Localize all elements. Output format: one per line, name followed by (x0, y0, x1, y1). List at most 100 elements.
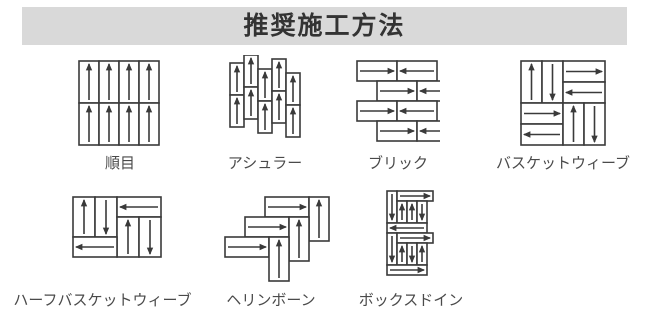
tile (257, 68, 273, 102)
tile (78, 102, 100, 146)
tile (72, 196, 96, 238)
arrow-up (289, 75, 297, 102)
tile (285, 72, 301, 106)
box-dine-diagram (386, 190, 434, 276)
pattern-half-basket (72, 196, 162, 280)
arrow-up (105, 63, 113, 100)
tile (416, 200, 428, 224)
arrow-up (295, 219, 303, 258)
tile (396, 232, 434, 244)
arrow-down (591, 106, 598, 143)
basket-diagram (520, 60, 606, 146)
tile (288, 216, 310, 262)
tile (98, 60, 120, 104)
tile (583, 102, 606, 146)
tile (562, 81, 606, 104)
tile (138, 60, 160, 104)
label-ashlar: アシュラー (227, 154, 303, 172)
tile (78, 60, 100, 104)
arrow-right (360, 67, 395, 75)
label-brick: ブリック (367, 154, 428, 172)
arrow-left (119, 203, 158, 211)
arrow-up (570, 105, 577, 142)
arrow-right (390, 266, 425, 274)
tile (72, 236, 118, 258)
herringbone-diagram (224, 196, 330, 282)
tile (229, 94, 245, 128)
arrow-up (145, 63, 153, 100)
pattern-brick (356, 60, 458, 150)
tile (386, 222, 428, 234)
tile (118, 102, 140, 146)
tile (386, 264, 428, 276)
tile (520, 123, 564, 146)
arrow-up (105, 105, 113, 142)
pattern-ashlar (229, 54, 301, 159)
arrow-up (275, 93, 283, 120)
tile (224, 236, 270, 258)
tile (396, 242, 408, 266)
junme-diagram (78, 60, 160, 146)
arrow-down (388, 236, 396, 263)
arrow-left (75, 243, 114, 251)
pattern-herringbone (221, 196, 331, 286)
arrow-left (399, 67, 434, 75)
arrow-up (233, 65, 241, 92)
tile (396, 200, 408, 224)
arrow-left (523, 131, 560, 138)
label-junme: 順目 (104, 154, 135, 172)
arrow-down (418, 204, 426, 221)
pattern-junme (78, 60, 162, 150)
tile (229, 62, 245, 96)
arrow-right (268, 203, 307, 211)
arrow-up (398, 245, 406, 262)
label-basket: バスケットウィーブ (495, 154, 631, 172)
arrow-up (233, 97, 241, 124)
tile (116, 216, 140, 258)
tile (138, 216, 162, 258)
tile (541, 60, 564, 104)
title-bar: 推奨施工方法 (22, 7, 627, 45)
arrow-up (145, 105, 153, 142)
arrow-up (85, 63, 93, 100)
tile (562, 60, 606, 83)
arrow-left (565, 89, 602, 96)
arrow-down (146, 220, 154, 255)
arrow-right (566, 68, 603, 75)
tile (118, 60, 140, 104)
arrow-down (102, 200, 110, 235)
tile (271, 90, 287, 124)
arrow-right (400, 192, 431, 200)
label-half-basket: ハーフバスケットウィーブ (13, 291, 192, 309)
arrow-right (248, 223, 287, 231)
arrow-right (360, 107, 395, 115)
tile (244, 216, 290, 238)
arrow-up (247, 89, 255, 116)
tile (243, 54, 259, 88)
arrow-up (124, 219, 132, 254)
tile (264, 196, 310, 218)
tile (268, 236, 290, 282)
tile (416, 242, 428, 266)
arrow-up (289, 107, 297, 134)
brick-diagram (356, 60, 458, 142)
ashlar-diagram (229, 54, 301, 138)
arrow-up (398, 203, 406, 220)
arrow-up (275, 61, 283, 88)
tile (520, 60, 543, 104)
tile (520, 102, 564, 125)
arrow-down (388, 194, 396, 221)
arrow-up (247, 57, 255, 84)
tile (138, 102, 160, 146)
arrow-right (400, 234, 431, 242)
tile (376, 80, 418, 102)
arrow-left (399, 107, 434, 115)
tile (285, 104, 301, 138)
tile (416, 80, 458, 102)
tile (396, 60, 438, 82)
tile (406, 200, 418, 224)
tile (243, 86, 259, 120)
pattern-box-dine (386, 190, 438, 294)
arrow-up (261, 71, 269, 98)
tile (308, 196, 330, 242)
